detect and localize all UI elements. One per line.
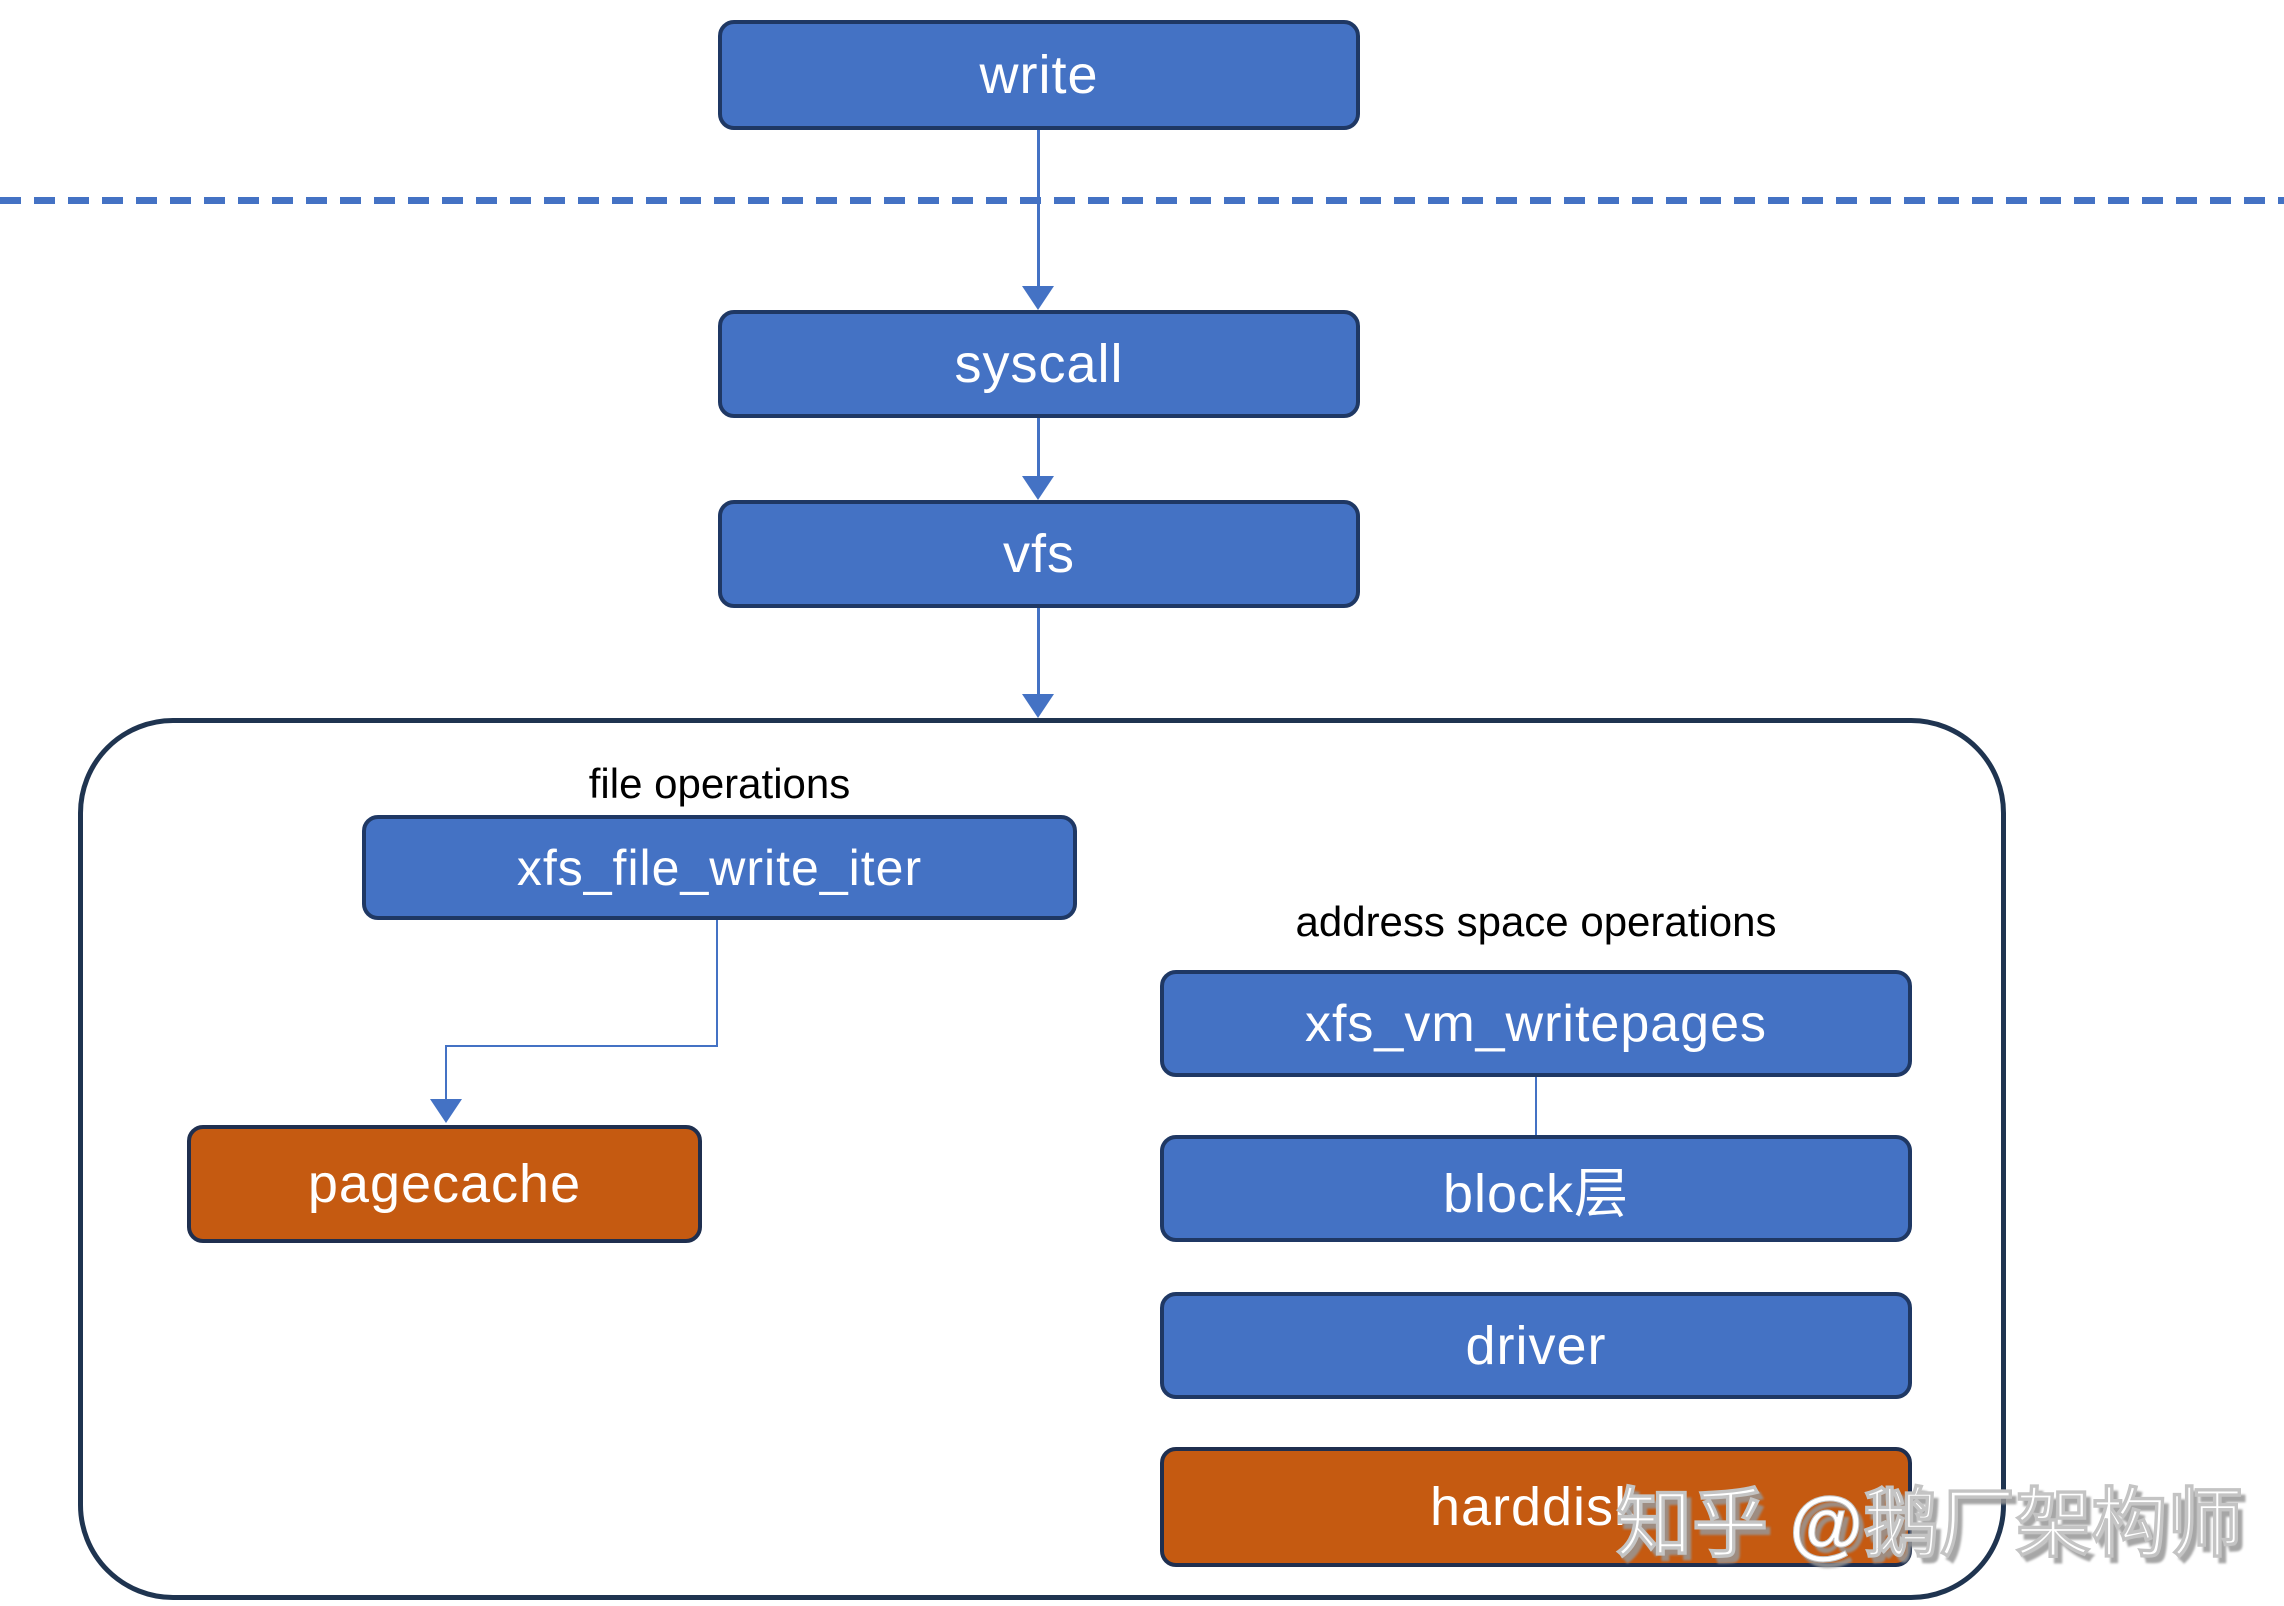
node-syscall-label: syscall	[954, 334, 1124, 394]
node-block-layer: block层	[1160, 1135, 1912, 1242]
connector-writepages-block-line	[1535, 1077, 1537, 1135]
node-xfs-vm-writepages: xfs_vm_writepages	[1160, 970, 1912, 1077]
label-address-space-operations: address space operations	[1295, 898, 1777, 945]
node-vfs: vfs	[718, 500, 1360, 608]
connector-vfs-container-arrowhead-icon	[1022, 694, 1054, 718]
filesystem-container	[78, 718, 2006, 1600]
node-xfs-vm-writepages-label: xfs_vm_writepages	[1304, 994, 1768, 1053]
label-file-operations: file operations	[588, 760, 851, 807]
connector-write-syscall-arrowhead-icon	[1022, 286, 1054, 310]
connector-elbow-vertical-2	[445, 1045, 447, 1101]
connector-vfs-container-line	[1037, 608, 1040, 696]
node-driver-label: driver	[1465, 1315, 1607, 1376]
zhihu-watermark: 知乎 @鹅厂架构师	[1615, 1482, 2244, 1568]
node-xfs-file-write-iter: xfs_file_write_iter	[362, 815, 1077, 920]
node-vfs-label: vfs	[1002, 524, 1075, 584]
node-pagecache-label: pagecache	[307, 1154, 582, 1214]
node-harddisk-label: harddisk	[1429, 1477, 1643, 1537]
connector-pagecache-arrowhead-icon	[430, 1099, 462, 1123]
connector-write-syscall-line	[1037, 130, 1040, 288]
connector-syscall-vfs-line	[1037, 418, 1040, 478]
connector-elbow-vertical-1	[716, 920, 718, 1047]
connector-elbow-horizontal	[445, 1045, 718, 1047]
node-xfs-file-write-iter-label: xfs_file_write_iter	[516, 839, 923, 896]
user-kernel-boundary-line	[0, 197, 2284, 204]
node-block-layer-label: block层	[1442, 1164, 1630, 1224]
node-write: write	[718, 20, 1360, 130]
node-write-label: write	[979, 45, 1099, 105]
node-pagecache: pagecache	[187, 1125, 702, 1243]
node-syscall: syscall	[718, 310, 1360, 418]
node-driver: driver	[1160, 1292, 1912, 1399]
connector-syscall-vfs-arrowhead-icon	[1022, 476, 1054, 500]
node-harddisk: harddisk	[1160, 1447, 1912, 1567]
